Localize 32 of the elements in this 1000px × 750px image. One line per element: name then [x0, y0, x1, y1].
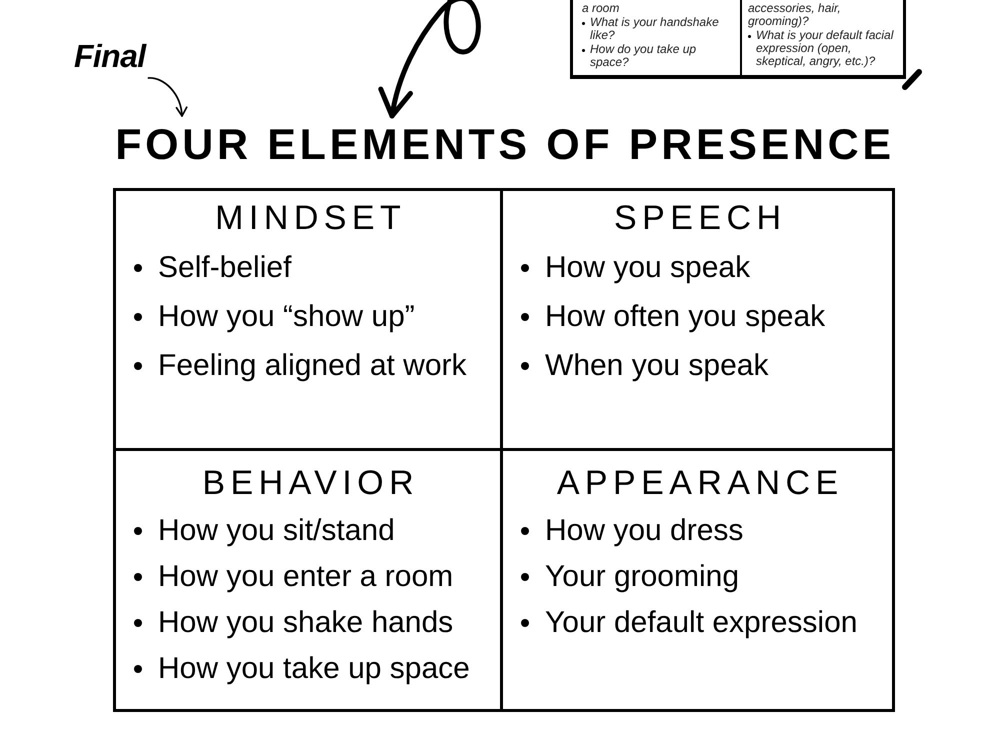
sketch-note: accessories, hair, grooming)?: [748, 2, 842, 28]
sketch-note: What is your handshake like?: [590, 16, 720, 42]
sketch-cell: [742, 0, 906, 79]
quadrant-cell: [503, 188, 895, 451]
bullet-text: How you take up space: [158, 651, 470, 687]
diagram-title: FOUR ELEMENTS OF PRESENCE: [108, 117, 902, 173]
bullet-text: How you shake hands: [158, 605, 454, 641]
bullet-text: How you sit/stand: [158, 513, 395, 549]
bullet-text: How you enter a room: [158, 559, 454, 595]
bullet-text: How you dress: [545, 513, 744, 549]
bullet-text: When you speak: [545, 348, 768, 384]
curved-arrow: [379, 0, 481, 118]
bullet-text: Your grooming: [545, 559, 740, 595]
curved-arrow: [148, 77, 188, 117]
quadrant-heading: BEHAVIOR: [201, 463, 420, 503]
sketch-cell: [570, 0, 742, 79]
bullet-text: How often you speak: [545, 299, 826, 335]
sketch-note: a room: [582, 2, 620, 15]
quadrant-heading: APPEARANCE: [556, 463, 844, 503]
bullet-text: Self-belief: [158, 250, 292, 286]
quadrant-heading: SPEECH: [612, 198, 786, 238]
quadrant-cell: [113, 451, 503, 712]
bullet-text: How you speak: [545, 250, 750, 286]
bullet-text: How you “show up”: [158, 299, 415, 335]
quadrant-cell: [113, 188, 503, 451]
quadrant-heading: MINDSET: [214, 198, 406, 238]
sketch-note: How do you take up space?: [590, 43, 698, 69]
bullet-text: Feeling aligned at work: [158, 348, 467, 384]
bullet-text: Your default expression: [545, 605, 858, 641]
handwritten-label: Final: [74, 36, 146, 76]
sketch-note: What is your default facial expression (open, skeptical, angry, etc.)?: [756, 29, 895, 68]
quadrant-cell: [503, 451, 895, 712]
